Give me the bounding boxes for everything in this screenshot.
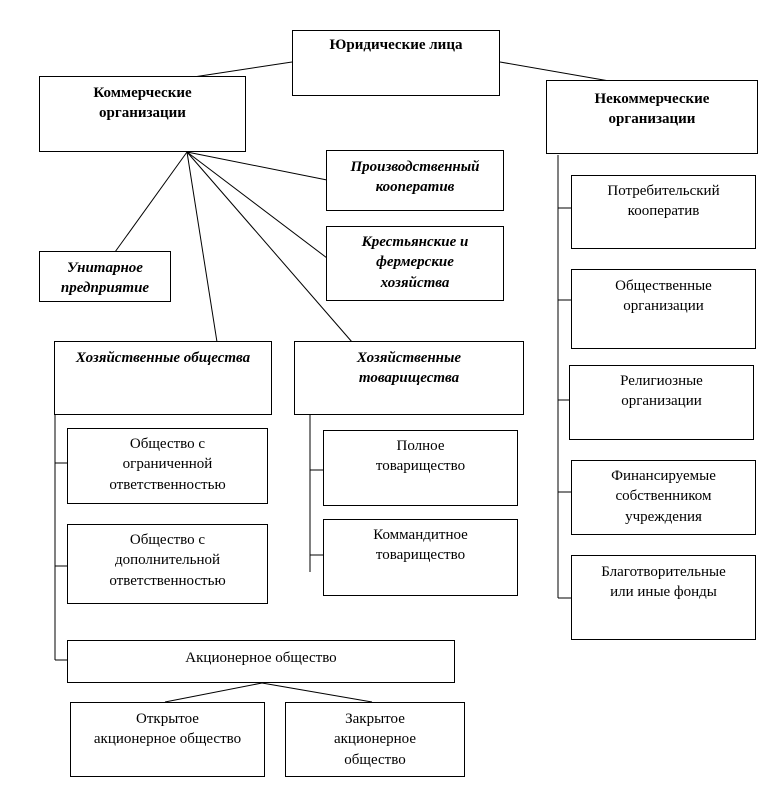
connector-jsc-closed [261, 682, 373, 703]
node-production-coop: Производственный кооператив [326, 150, 504, 211]
connector-commercial-unitary [114, 151, 188, 253]
node-open-jsc: Открытое акционерное общество [70, 702, 265, 777]
node-full-partnership: Полное товарищество [323, 430, 518, 506]
node-unitary: Унитарное предприятие [39, 251, 171, 302]
connector-commercial-peasant-farms [186, 151, 328, 259]
node-consumer-coop: Потребительский кооператив [571, 175, 756, 249]
node-jsc: Акционерное общество [67, 640, 455, 683]
node-root: Юридические лица [292, 30, 500, 96]
node-business-companies: Хозяйственные общества [54, 341, 272, 415]
node-religious-orgs: Религиозные организации [569, 365, 754, 440]
node-peasant-farms: Крестьянские и фермерские хозяйства [326, 226, 504, 301]
node-charity-funds: Благотворительные или иные фонды [571, 555, 756, 640]
connector-root-noncommercial [499, 61, 616, 83]
node-alc: Общество с дополнительной ответственност… [67, 524, 268, 604]
node-llc: Общество с ограниченной ответственностью [67, 428, 268, 504]
node-noncommercial: Некоммерческие организации [546, 80, 758, 154]
connector-jsc-open [164, 682, 263, 703]
connector-commercial-business-partnerships [186, 151, 353, 343]
connector-commercial-production-coop [186, 151, 328, 181]
node-limited-partnership: Коммандитное товарищество [323, 519, 518, 596]
node-public-orgs: Общественные организации [571, 269, 756, 349]
node-commercial: Коммерческие организации [39, 76, 246, 152]
connector-root-commercial [186, 61, 293, 79]
connector-commercial-business-companies [186, 151, 218, 343]
node-business-partnerships: Хозяйственные товарищества [294, 341, 524, 415]
node-closed-jsc: Закрытое акционерное общество [285, 702, 465, 777]
node-owner-institutions: Финансируемые собственником учреждения [571, 460, 756, 535]
